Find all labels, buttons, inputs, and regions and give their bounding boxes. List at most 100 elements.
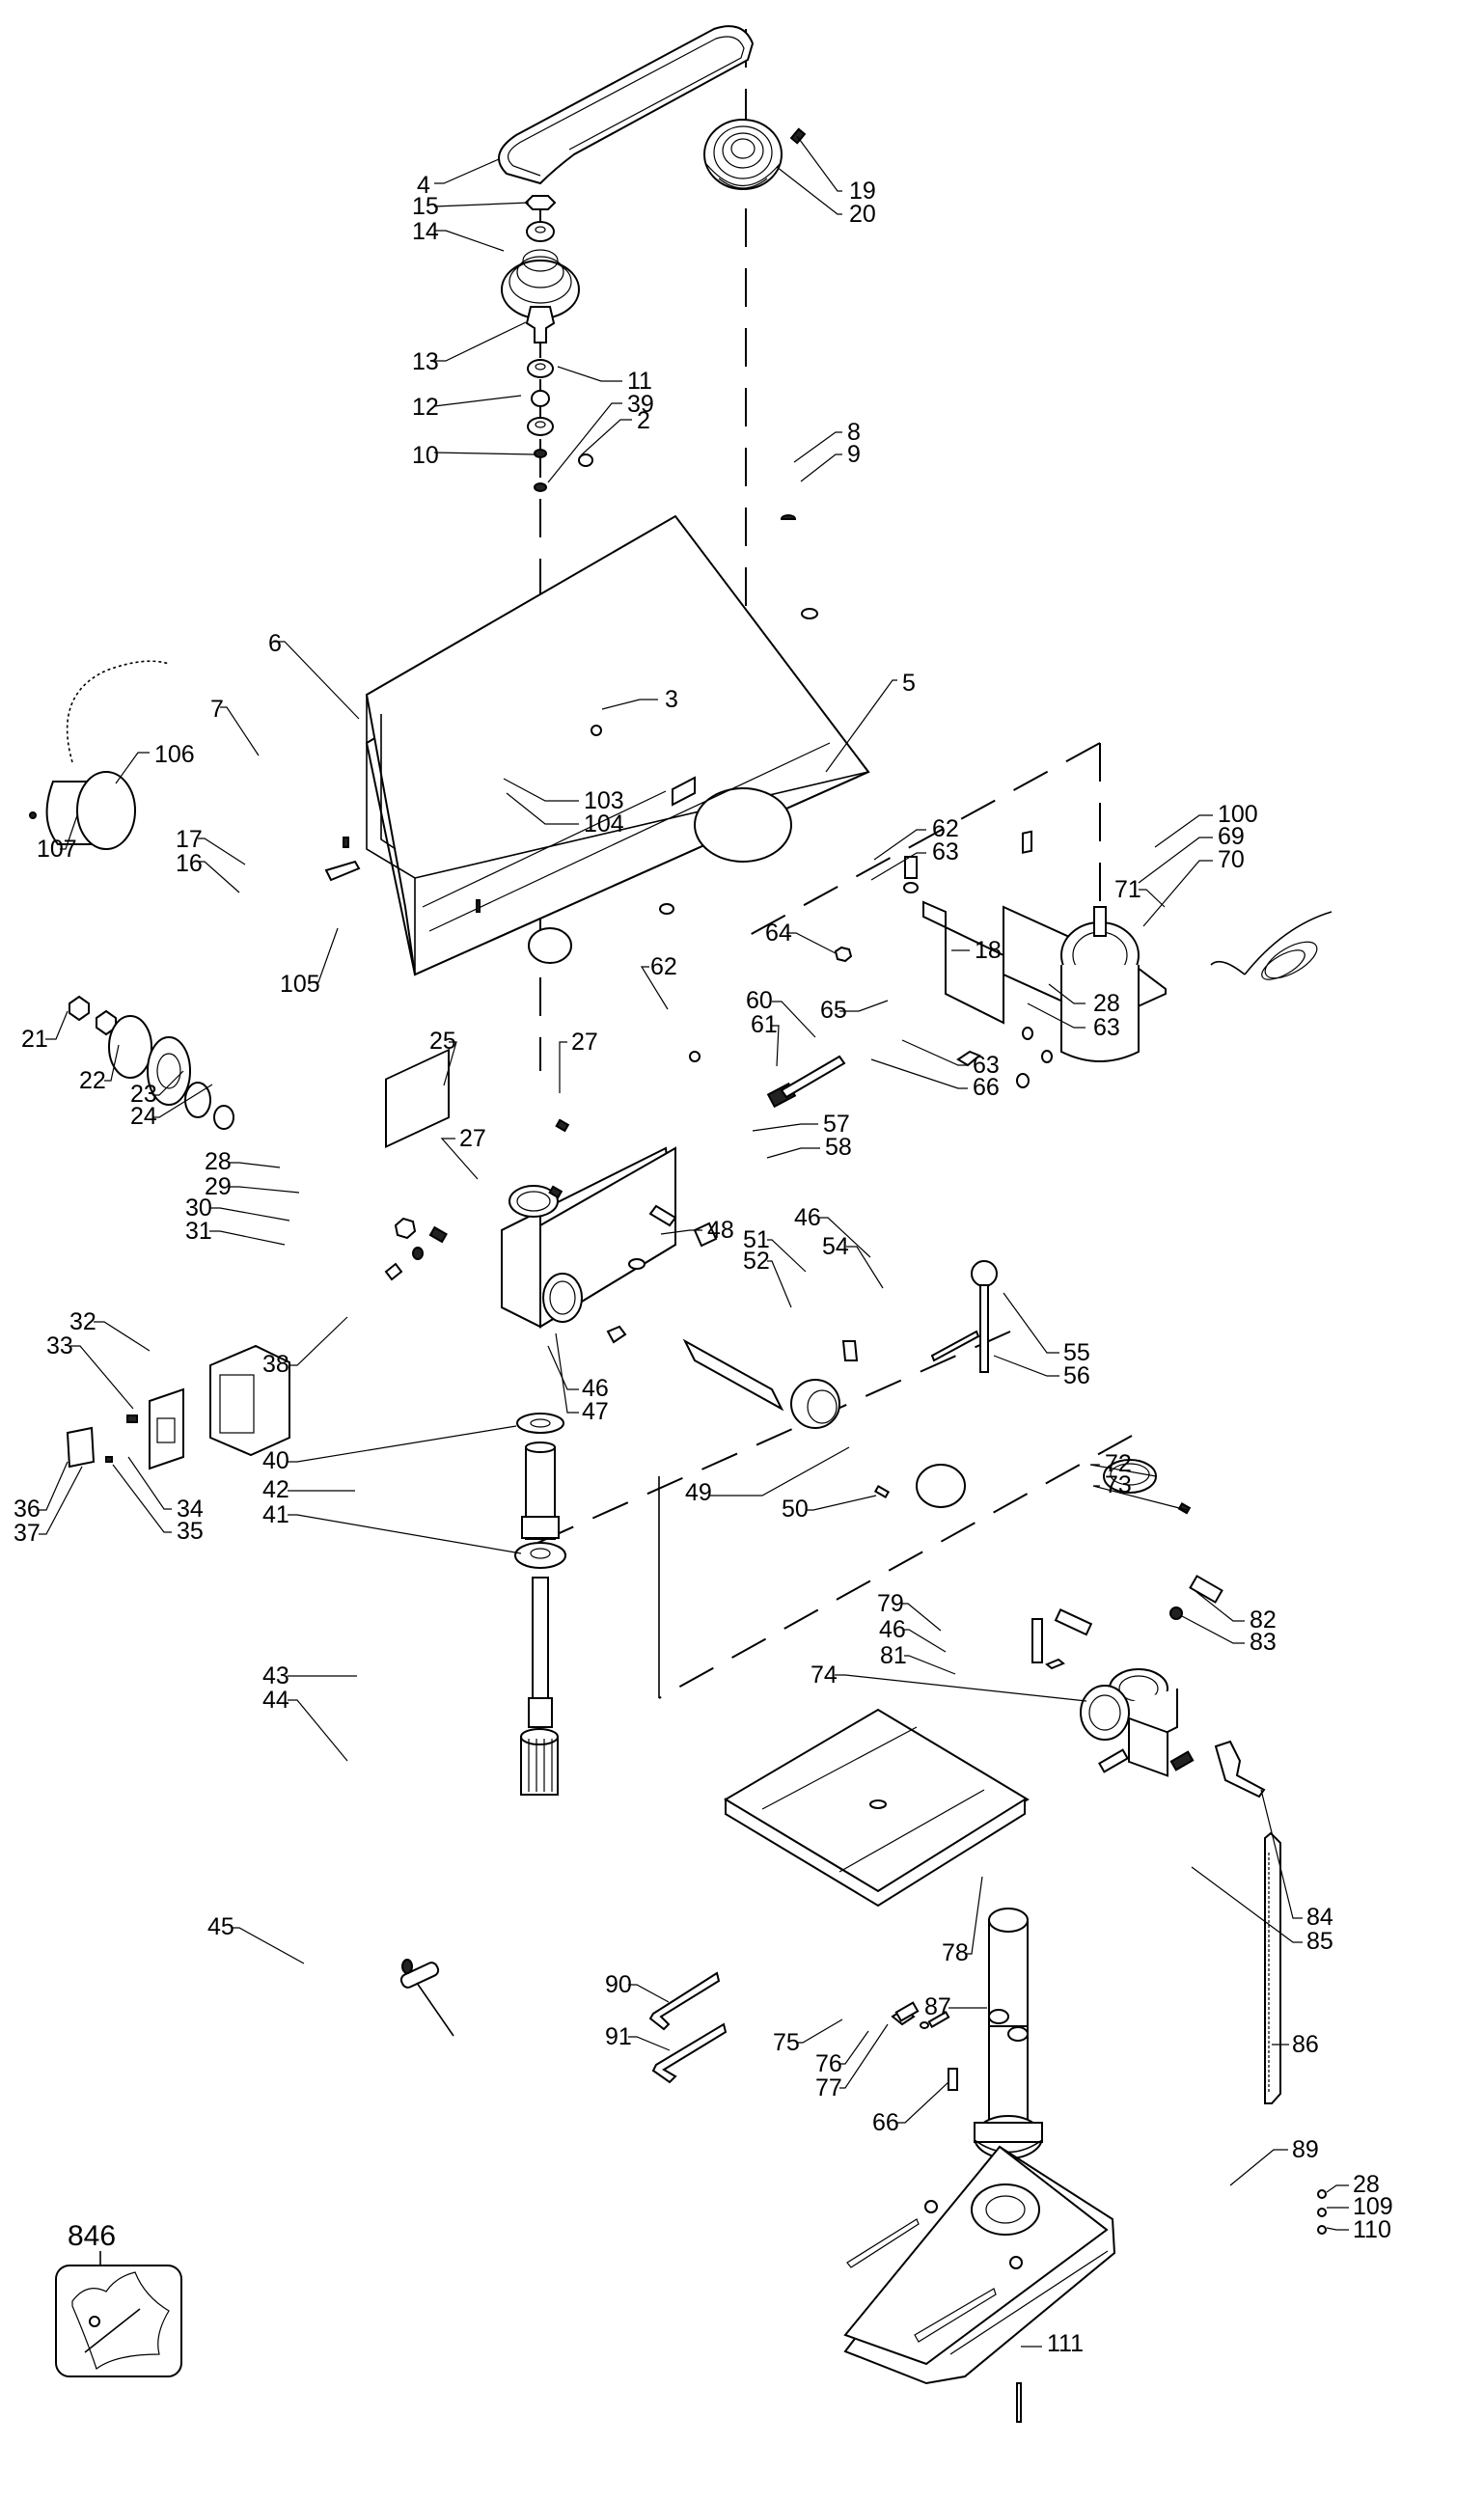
crank-84: [1214, 1740, 1266, 1799]
set-screw: [789, 127, 807, 145]
part-callout-21: 21: [21, 1026, 48, 1053]
part-callout-39: 39: [627, 391, 654, 418]
part-callout-34: 34: [177, 1496, 204, 1523]
part-callout-10: 10: [412, 442, 439, 469]
pin-82: [1189, 1575, 1223, 1604]
part-callout-104: 104: [584, 810, 624, 838]
pulley-nut: [524, 195, 557, 210]
part-callout-14: 14: [412, 218, 439, 245]
part-callout-57: 57: [823, 1111, 850, 1138]
upper-bearing: [527, 359, 554, 378]
handle-knob: [971, 1260, 998, 1287]
part-callout-47: 47: [582, 1398, 609, 1425]
table-axis-line: [658, 1435, 1133, 1699]
part-callout-44: 44: [262, 1687, 289, 1714]
part-callout-110: 110: [1353, 2216, 1391, 2243]
part-callout-89: 89: [1292, 2136, 1319, 2163]
part-callout-49: 49: [685, 1479, 712, 1506]
part-callout-33: 33: [46, 1332, 73, 1359]
part-callout-62: 62: [932, 815, 959, 842]
part-callout-22: 22: [79, 1067, 106, 1094]
part-callout-85: 85: [1306, 1928, 1333, 1955]
motor-mount-axis-line: [747, 742, 1101, 937]
part-callout-27: 27: [571, 1029, 598, 1056]
guard-screw: [591, 725, 602, 736]
part-callout-9: 9: [847, 441, 861, 468]
part-callout-2: 2: [637, 407, 650, 434]
work-light: [29, 660, 170, 850]
part-callout-50: 50: [782, 1496, 809, 1523]
bolt-66: [948, 2068, 958, 2091]
part-callout-4: 4: [417, 172, 430, 199]
part-callout-12: 12: [412, 394, 439, 421]
part-callout-86: 86: [1292, 2031, 1319, 2058]
label-25: [385, 1048, 450, 1148]
part-callout-60: 60: [746, 987, 773, 1014]
part-callout-107: 107: [37, 836, 77, 863]
part-callout-18: 18: [975, 937, 1002, 964]
rack: [1264, 1831, 1281, 2104]
part-callout-84: 84: [1306, 1904, 1333, 1931]
part-callout-79: 79: [877, 1590, 904, 1617]
washer-40: [516, 1413, 564, 1434]
part-callout-70: 70: [1218, 846, 1245, 873]
part-callout-35: 35: [177, 1518, 204, 1545]
part-callout-46: 46: [879, 1616, 906, 1643]
base: [843, 2145, 1327, 2423]
part-callout-28: 28: [205, 1148, 232, 1175]
part-callout-106: 106: [154, 741, 195, 768]
part-callout-3: 3: [665, 686, 678, 713]
kit-label-846: 846: [68, 2220, 116, 2252]
part-callout-73: 73: [1105, 1471, 1132, 1498]
retaining-ring: [534, 449, 547, 458]
column: [948, 1908, 1043, 2159]
part-callout-58: 58: [825, 1134, 852, 1161]
part-callout-15: 15: [412, 193, 439, 220]
switch-axis-line: [535, 1331, 1011, 1545]
part-callout-69: 69: [1218, 823, 1245, 850]
part-callout-11: 11: [627, 368, 652, 395]
part-callout-74: 74: [811, 1661, 838, 1689]
headstock: [385, 1048, 677, 1329]
part-callout-91: 91: [605, 2023, 632, 2050]
part-callout-24: 24: [130, 1103, 157, 1130]
part-callout-82: 82: [1250, 1606, 1277, 1634]
part-callout-78: 78: [942, 1939, 969, 1966]
part-callout-66: 66: [872, 2109, 899, 2136]
part-callout-38: 38: [262, 1351, 289, 1378]
part-callout-90: 90: [605, 1971, 632, 1998]
handle-rod: [979, 1284, 989, 1373]
leader-lines: [39, 135, 1349, 2348]
part-callout-46: 46: [582, 1375, 609, 1402]
bolt-111: [1016, 2382, 1022, 2423]
part-callout-45: 45: [207, 1913, 234, 1940]
part-callout-109: 109: [1353, 2193, 1393, 2220]
quill-stack: [514, 1413, 566, 1796]
part-callout-66: 66: [973, 1074, 1000, 1101]
latch-16: [324, 860, 361, 882]
part-callout-54: 54: [822, 1233, 849, 1260]
part-callout-6: 6: [268, 630, 282, 657]
motor-pulley: [703, 119, 783, 190]
part-callout-61: 61: [751, 1011, 778, 1038]
hardware-bag-icon: [55, 2265, 182, 2377]
part-callout-27: 27: [459, 1125, 486, 1152]
part-callout-25: 25: [429, 1028, 456, 1055]
hardware-kit: [55, 2251, 182, 2377]
part-callout-28: 28: [1093, 990, 1120, 1017]
part-callout-71: 71: [1114, 876, 1141, 903]
switch-box-assembly: [66, 1344, 290, 1470]
lower-bearing: [527, 417, 554, 436]
part-callout-103: 103: [584, 787, 624, 814]
part-callout-72: 72: [1105, 1450, 1132, 1477]
bearing-41: [514, 1542, 566, 1569]
part-callout-42: 42: [262, 1476, 289, 1503]
switch-plate: [149, 1387, 184, 1470]
feed-shaft-assembly: [682, 1260, 998, 1508]
table-bracket: [1031, 1575, 1266, 1799]
switch-box: [209, 1344, 290, 1457]
part-callout-36: 36: [14, 1496, 41, 1523]
hex-keys: [648, 1971, 728, 2084]
spindle-pulley-cluster: [69, 995, 234, 1130]
